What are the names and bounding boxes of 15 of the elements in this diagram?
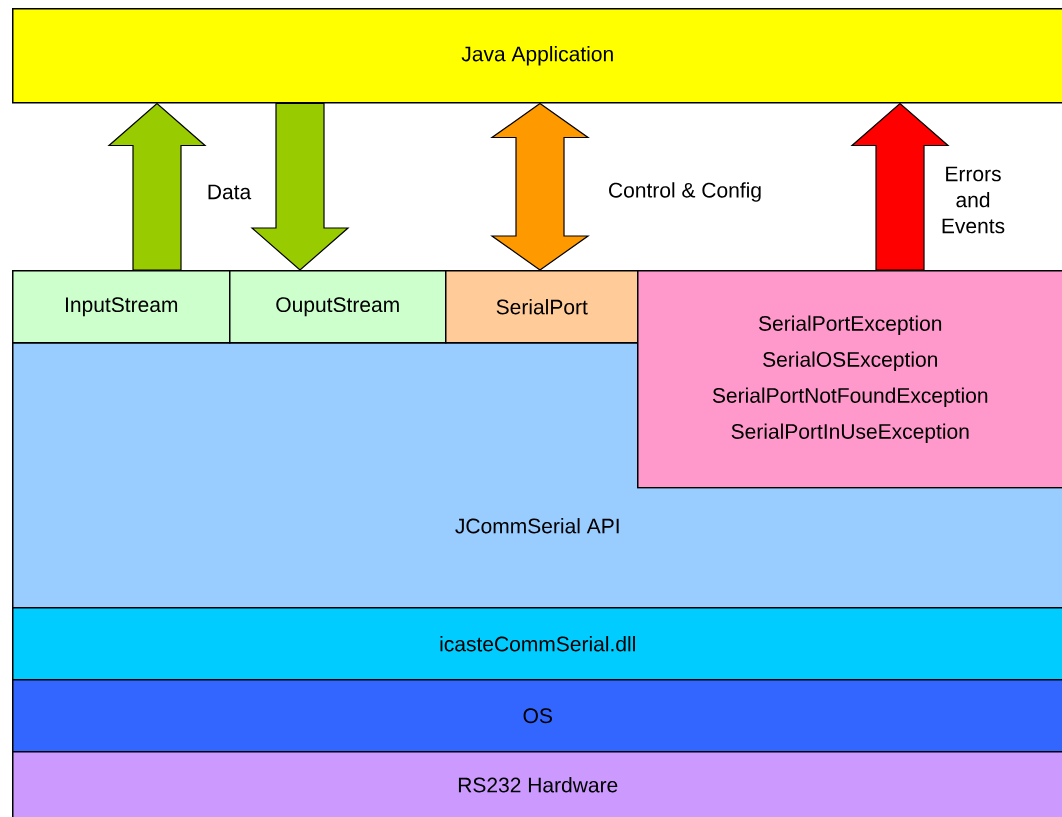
layer-box: Java Application: [12, 8, 1062, 104]
block-arrow: [490, 102, 590, 271]
class-box: InputStream: [12, 270, 231, 344]
layer-box: icasteCommSerial.dll: [12, 607, 1062, 681]
edge-label: Errors and Events: [932, 165, 1014, 235]
block-arrow: [250, 102, 350, 271]
exception-box: SerialPortException SerialOSException SerialPortNotFoundException SerialPortInUseException: [637, 270, 1062, 489]
edge-label: Data: [205, 183, 253, 201]
class-box: OuputStream: [229, 270, 447, 344]
layer-box: RS232 Hardware: [12, 751, 1062, 817]
block-arrow: [850, 102, 950, 271]
block-arrow: [107, 102, 207, 271]
edge-label: Control & Config: [606, 181, 764, 203]
layer-box: OS: [12, 679, 1062, 753]
class-box: SerialPort: [445, 270, 639, 344]
